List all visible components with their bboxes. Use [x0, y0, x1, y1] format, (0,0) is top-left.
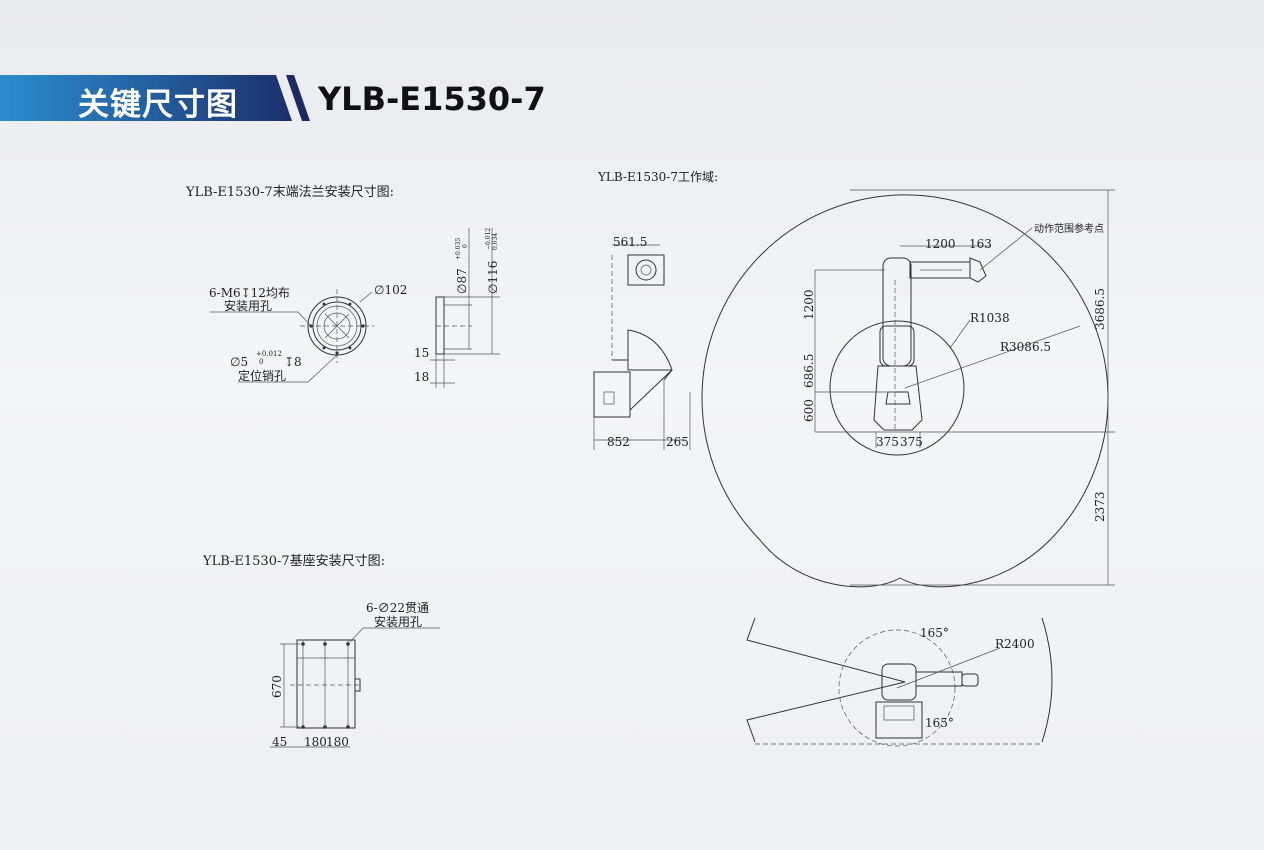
base-hole-label-2: 安装用孔: [374, 614, 422, 629]
dim-1200-v: 1200: [802, 289, 816, 320]
dim-2373: 2373: [1093, 491, 1107, 522]
flange-side-view: [430, 228, 500, 388]
dim-3686: 3686.5: [1093, 288, 1107, 330]
dim-375-left: 375: [876, 435, 899, 449]
dia-87-tol-top: +0.035: [455, 238, 462, 260]
inner-reach-circle: [829, 320, 965, 456]
dim-670: 670: [270, 675, 284, 698]
dim-163: 163: [969, 237, 992, 251]
flange-front-view: [210, 289, 374, 383]
pin-label-1: ∅5: [230, 355, 248, 369]
dia-87-label: ∅87: [455, 268, 469, 294]
dia-87-tol-bottom: 0: [462, 244, 469, 248]
hole-label-1: 6-M6↧12均布: [209, 286, 290, 300]
dim-686: 686.5: [802, 354, 816, 388]
radius-large: R3086.5: [1000, 340, 1051, 354]
pin-depth: ↧8: [284, 355, 302, 369]
base-hole-label-1: 6-∅22贯通: [366, 601, 429, 615]
side-dim-265: 265: [666, 435, 689, 449]
dim-375-right: 375: [900, 435, 923, 449]
ref-point-label: 动作范围参考点: [1034, 222, 1104, 235]
pin-tol-bottom: 0: [259, 358, 263, 366]
workspace-drawing: YLB-E1530-7工作域: 561.5 852 265: [593, 170, 1115, 747]
pin-tol-top: +0.012: [256, 350, 282, 358]
dim-18: 18: [414, 370, 429, 384]
flange-drawing: YLB-E1530-7末端法兰安装尺寸图: 6-M6↧12均布 安装用孔 ∅10…: [185, 185, 500, 388]
section-banner: [0, 75, 292, 121]
pin-label-2: 定位销孔: [238, 368, 286, 383]
side-dim-852: 852: [607, 435, 630, 449]
dim-180-left: 180: [304, 735, 327, 749]
side-dim-561: 561.5: [613, 235, 647, 249]
radius-small: R1038: [970, 311, 1010, 325]
dim-45: 45: [272, 735, 287, 749]
dia-102-label: ∅102: [374, 283, 407, 297]
top-view-robot: [746, 617, 1053, 747]
dia-116-tol-bottom: 0.034: [492, 233, 499, 250]
dia-116-tol-top: −0.012: [485, 228, 492, 250]
hole-label-2: 安装用孔: [224, 298, 272, 313]
flange-title: YLB-E1530-7末端法兰安装尺寸图:: [185, 185, 394, 200]
model-title: YLB-E1530-7: [318, 80, 546, 118]
dim-1200-h: 1200: [925, 237, 956, 251]
base-drawing: YLB-E1530-7基座安装尺寸图: 6-∅22贯通 安装用孔 670 45 …: [202, 554, 440, 749]
top-angle-1: 165°: [920, 626, 949, 640]
side-view-robot: [593, 244, 691, 450]
dim-180-right: 180: [326, 735, 349, 749]
workspace-title: YLB-E1530-7工作域:: [597, 170, 718, 184]
front-view-robot: [873, 257, 987, 431]
top-radius: R2400: [995, 637, 1035, 651]
dia-116-label: ∅116: [486, 261, 500, 294]
base-title: YLB-E1530-7基座安装尺寸图:: [202, 554, 385, 569]
dim-15: 15: [414, 346, 429, 360]
dim-600: 600: [802, 399, 816, 422]
section-title: 关键尺寸图: [78, 87, 238, 123]
work-envelope: [701, 194, 1109, 588]
top-angle-2: 165°: [925, 716, 954, 730]
